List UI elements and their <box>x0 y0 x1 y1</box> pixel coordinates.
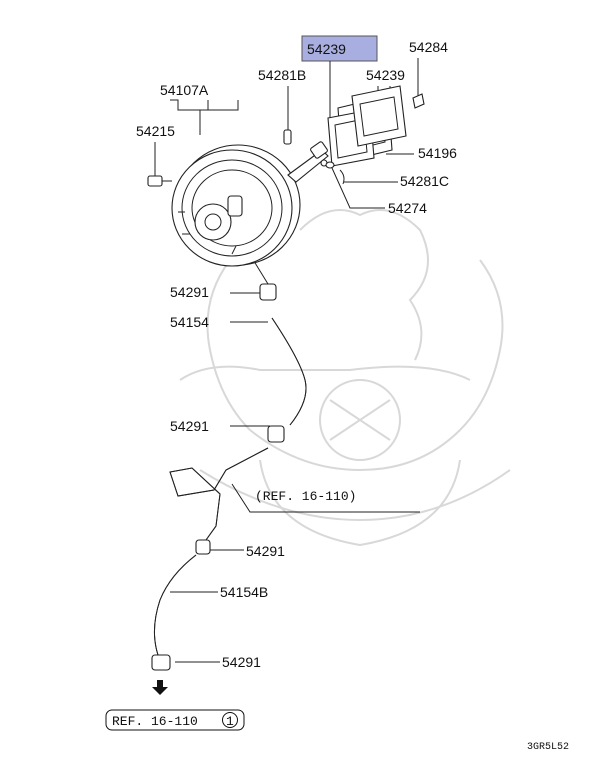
highlight-box <box>301 35 378 62</box>
label-54239[interactable]: 54239 <box>366 67 405 83</box>
watermark-logo <box>179 209 511 547</box>
washer-54274[interactable] <box>325 161 335 169</box>
arrow-down-icon <box>152 680 168 695</box>
pushrod[interactable] <box>283 129 329 183</box>
diagram-code: 3GR5L52 <box>527 742 569 753</box>
ref-16-110-bottom-text: REF. 16-110 <box>112 714 198 729</box>
hose-clamp-middle[interactable] <box>267 425 285 443</box>
label-54291-lower[interactable]: 54291 <box>246 543 285 559</box>
label-54281c[interactable]: 54281C <box>400 173 449 189</box>
label-54291-upper[interactable]: 54291 <box>170 284 209 300</box>
vacuum-hose-54154b[interactable] <box>154 554 197 656</box>
pin-54281b <box>283 129 292 145</box>
label-54107a[interactable]: 54107A <box>160 82 209 98</box>
clip-54281c[interactable] <box>339 169 345 185</box>
ref-bottom-number: 1 <box>226 714 234 729</box>
check-valve-54215[interactable] <box>147 175 172 187</box>
label-54284[interactable]: 54284 <box>409 39 448 55</box>
ref-box-bottom[interactable]: REF. 16-110 1 <box>105 709 245 731</box>
hose-clamp-bottom[interactable] <box>151 654 171 671</box>
label-54239-highlighted[interactable]: 54239 <box>307 41 346 57</box>
label-54154[interactable]: 54154 <box>170 314 209 330</box>
spacer-gaskets[interactable] <box>327 85 425 167</box>
label-54196[interactable]: 54196 <box>418 145 457 161</box>
hose-clamp-upper[interactable] <box>259 283 277 301</box>
label-54291-bottom[interactable]: 54291 <box>222 654 261 670</box>
brake-booster[interactable] <box>171 144 301 267</box>
hose-clamp-lower[interactable] <box>195 539 211 555</box>
leader-lines <box>154 58 420 663</box>
label-54291-middle[interactable]: 54291 <box>170 418 209 434</box>
label-54215[interactable]: 54215 <box>136 123 175 139</box>
ref-16-110-middle[interactable]: (REF. 16-110) <box>255 489 356 504</box>
label-54274[interactable]: 54274 <box>388 200 427 216</box>
label-54281b[interactable]: 54281B <box>258 67 306 83</box>
label-54154b[interactable]: 54154B <box>220 584 268 600</box>
vacuum-pipe[interactable] <box>169 447 269 541</box>
